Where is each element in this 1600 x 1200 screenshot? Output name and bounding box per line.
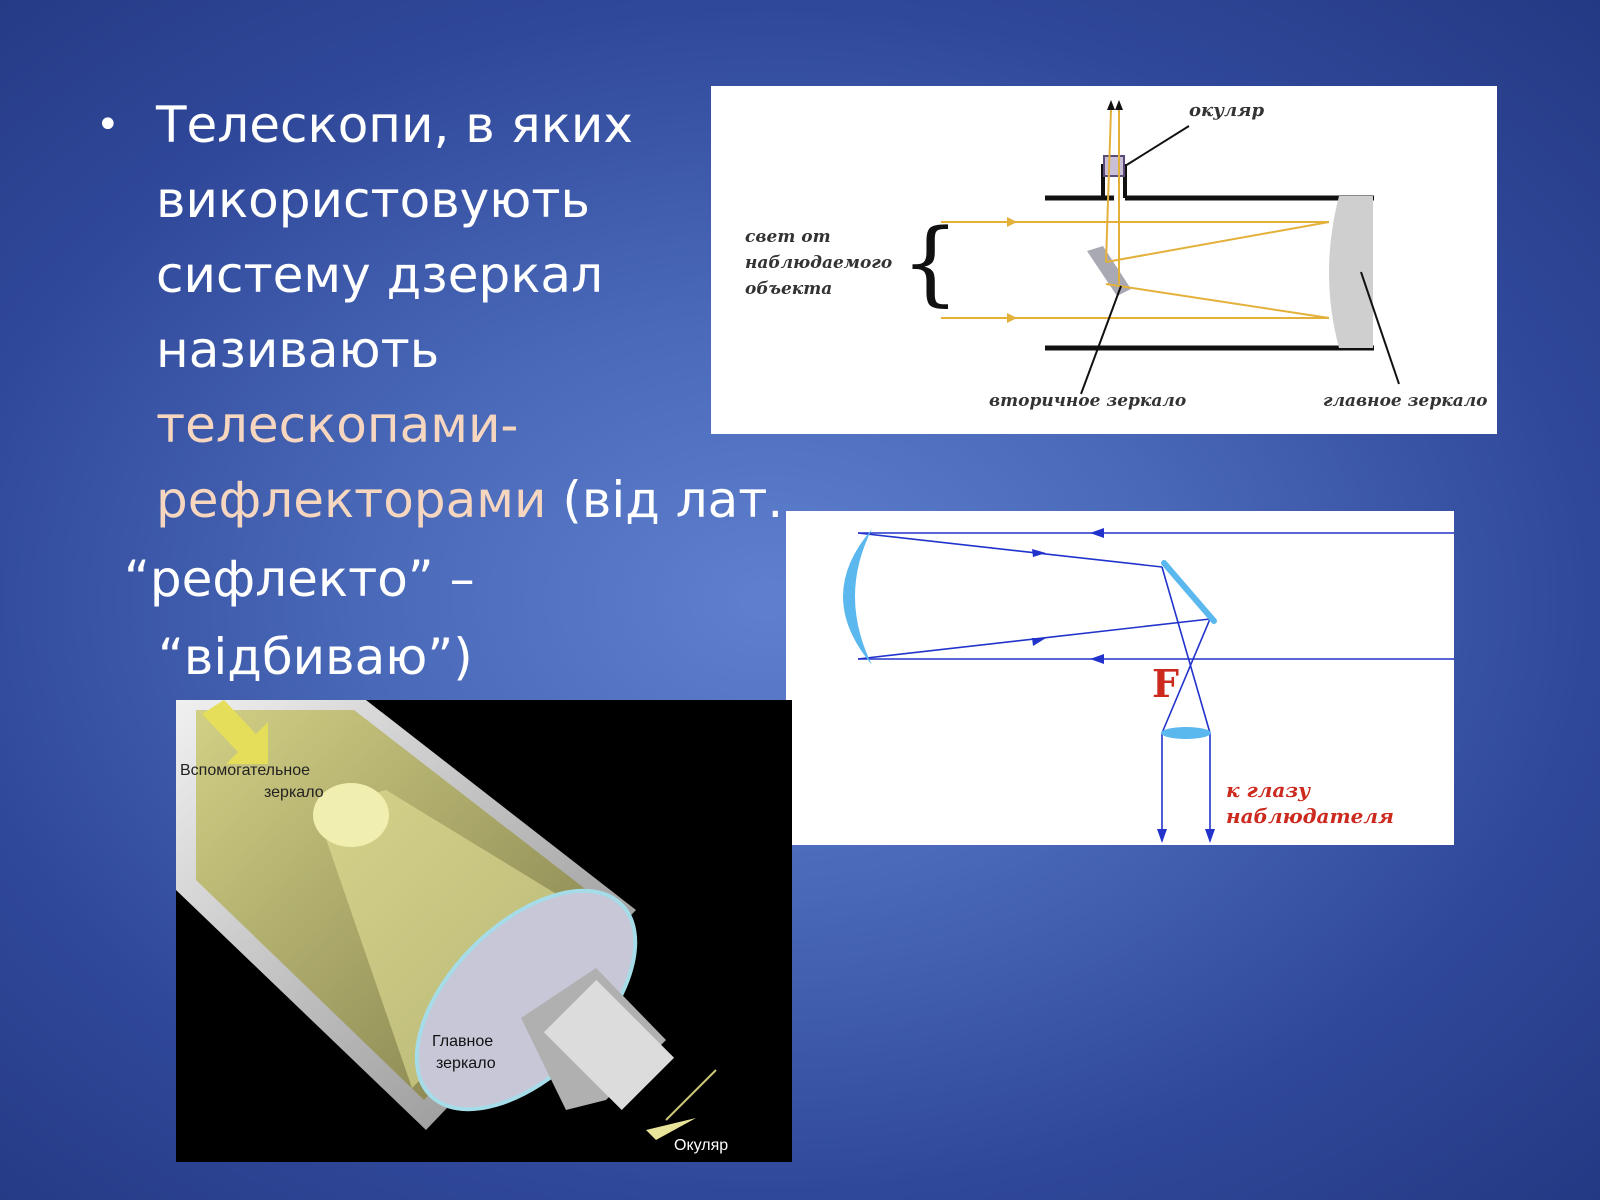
label-eye-2: наблюдателя [1226,804,1394,828]
bullet-item: • Телескопи, в яких використовують систе… [96,88,783,538]
label-light-1: свет от [745,227,831,247]
eyepiece-lens [1161,727,1211,739]
latin-line-2: “відбиваю”) [158,628,473,686]
label-main-1: Главное [432,1033,493,1050]
newtonian-telescope-diagram: { окуляр свет от наблюдаемого объекта вт… [711,86,1497,434]
secondary-mirror [1087,246,1131,296]
eyepiece-lens [1103,155,1125,177]
text-line-2: використовують [156,171,590,229]
label-focus: F [1152,661,1179,706]
latin-line-1: “рефлекто” – [124,550,475,608]
label-primary-mirror: главное зеркало [1323,391,1488,411]
label-aux-2: зеркало [264,784,324,801]
label-eye-1: к глазу [1226,778,1311,802]
label-main-2: зеркало [436,1055,496,1072]
label-light-2: наблюдаемого [745,253,892,273]
light-arrow-icon [202,700,268,764]
primary-mirror [1329,196,1373,348]
concave-mirror [843,529,872,665]
label-light-3: объекта [745,279,832,299]
diagonal-mirror [1161,560,1217,624]
text-line-4: називають [156,321,440,379]
secondary-mirror [313,783,389,847]
ray-path-diagram: F к глазу наблюдателя [786,511,1454,845]
label-eyepiece: окуляр [1189,100,1264,121]
label-secondary-mirror: вторичное зеркало [989,391,1186,411]
bullet-symbol: • [96,102,120,148]
text-after-accent: (від лат. [546,471,784,529]
accent-line-2: рефлекторами [156,471,547,529]
text-line-3: систему дзеркал [156,246,604,304]
reflector-3d-render: Вспомогательное зеркало Главное зеркало … [176,700,792,1162]
slide-text-block: • Телескопи, в яких використовують систе… [96,88,783,538]
text-line-1: Телескопи, в яких [156,96,634,154]
brace-symbol: { [901,209,960,316]
accent-line-1: телескопами- [156,396,519,454]
label-aux-1: Вспомогательное [180,762,310,779]
label-eyepiece: Окуляр [674,1137,728,1154]
